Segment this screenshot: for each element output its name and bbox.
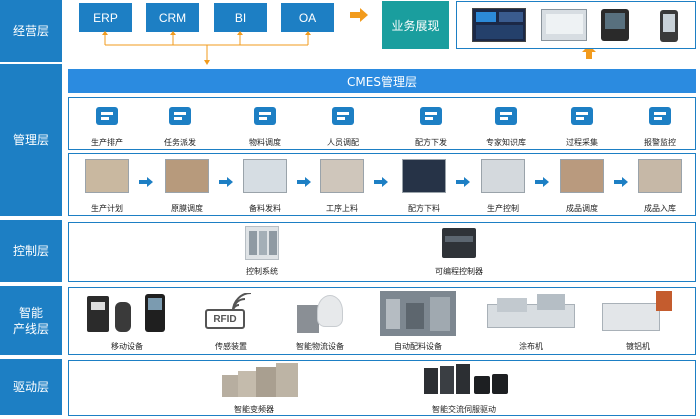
layer-production: 智能 产线层	[0, 286, 62, 355]
batching-equipment-label: 自动配料设备	[394, 342, 442, 351]
management-module-label: 专家知识库	[486, 138, 526, 147]
mobile-devices-label: 移动设备	[111, 342, 143, 351]
management-module-label: 配方下发	[415, 138, 447, 147]
flow-arrow-icon	[456, 172, 470, 191]
layer-drive: 驱动层	[0, 359, 62, 415]
servo-drive-label: 智能交流伺服驱动	[432, 405, 496, 414]
plc-image	[442, 228, 476, 258]
dashboard-screens-panel	[456, 1, 696, 49]
schedule-icon	[94, 104, 120, 132]
system-oa: OA	[281, 3, 334, 32]
flow-arrow-icon	[535, 172, 549, 191]
plc-label: 可编程控制器	[435, 267, 483, 276]
management-module-label: 过程采集	[566, 138, 598, 147]
sensor-devices-label: 传感装置	[215, 342, 247, 351]
process-step-label: 成品入库	[644, 204, 676, 213]
management-module-label: 人员调配	[327, 138, 359, 147]
process-step-image	[481, 159, 525, 193]
system-crm: CRM	[146, 3, 199, 32]
process-step-label: 工序上料	[326, 204, 358, 213]
flow-arrow-icon	[297, 172, 311, 191]
management-module-label: 物料调度	[249, 138, 281, 147]
control-panel	[68, 222, 696, 282]
expert-knowledge-icon	[493, 104, 519, 132]
management-module-label: 生产排产	[91, 138, 123, 147]
flow-arrow-icon	[219, 172, 233, 191]
layer-control: 控制层	[0, 220, 62, 282]
inverter-image	[222, 363, 300, 399]
management-module-label: 报警监控	[644, 138, 676, 147]
control-system-image	[245, 226, 279, 260]
business-display-box: 业务展现	[382, 1, 449, 49]
material-dispatch-icon	[252, 104, 278, 132]
process-step-image	[243, 159, 287, 193]
task-dispatch-icon	[167, 104, 193, 132]
process-step-label: 备料发料	[249, 204, 281, 213]
inverter-label: 智能变频器	[234, 405, 274, 414]
rfid-image: RFID	[205, 293, 257, 335]
process-step-label: 原膜调度	[171, 204, 203, 213]
batching-equipment-image	[380, 291, 456, 336]
monitor-screen-image	[541, 9, 587, 41]
cmes-title-bar: CMES管理层	[68, 69, 696, 93]
process-step-image	[85, 159, 129, 193]
process-collection-icon	[569, 104, 595, 132]
phone-device-image	[660, 10, 678, 42]
system-erp: ERP	[79, 3, 132, 32]
process-step-label: 生产计划	[91, 204, 123, 213]
logistics-equipment-label: 智能物流设备	[296, 342, 344, 351]
process-step-label: 生产控制	[487, 204, 519, 213]
recipe-icon	[418, 104, 444, 132]
wireless-signal-icon	[232, 293, 252, 312]
control-system-label: 控制系统	[246, 267, 278, 276]
process-step-image	[320, 159, 364, 193]
logistics-equipment-image	[295, 291, 347, 335]
drive-panel	[68, 360, 696, 416]
coating-machine-image	[487, 294, 575, 334]
process-step-image	[402, 159, 446, 193]
staff-allocation-icon	[330, 104, 356, 132]
metallizer-label: 镀铝机	[626, 342, 650, 351]
management-modules-panel	[68, 97, 696, 150]
mobile-devices-image	[87, 292, 167, 334]
flow-arrow-icon	[374, 172, 388, 191]
process-step-image	[638, 159, 682, 193]
metallizer-image	[602, 291, 674, 335]
process-step-image	[165, 159, 209, 193]
process-step-image	[560, 159, 604, 193]
process-step-label: 成品调度	[566, 204, 598, 213]
layer-business: 经营层	[0, 0, 62, 62]
flow-arrow-icon	[614, 172, 628, 191]
coating-machine-label: 涂布机	[519, 342, 543, 351]
flow-arrow-icon	[139, 172, 153, 191]
tablet-device-image	[601, 9, 629, 41]
system-bi: BI	[214, 3, 267, 32]
management-module-label: 任务派发	[164, 138, 196, 147]
servo-drive-image	[424, 364, 510, 398]
alarm-monitor-icon	[647, 104, 673, 132]
layer-management: 管理层	[0, 64, 62, 216]
process-step-label: 配方下料	[408, 204, 440, 213]
dashboard-screen-image	[472, 8, 526, 42]
